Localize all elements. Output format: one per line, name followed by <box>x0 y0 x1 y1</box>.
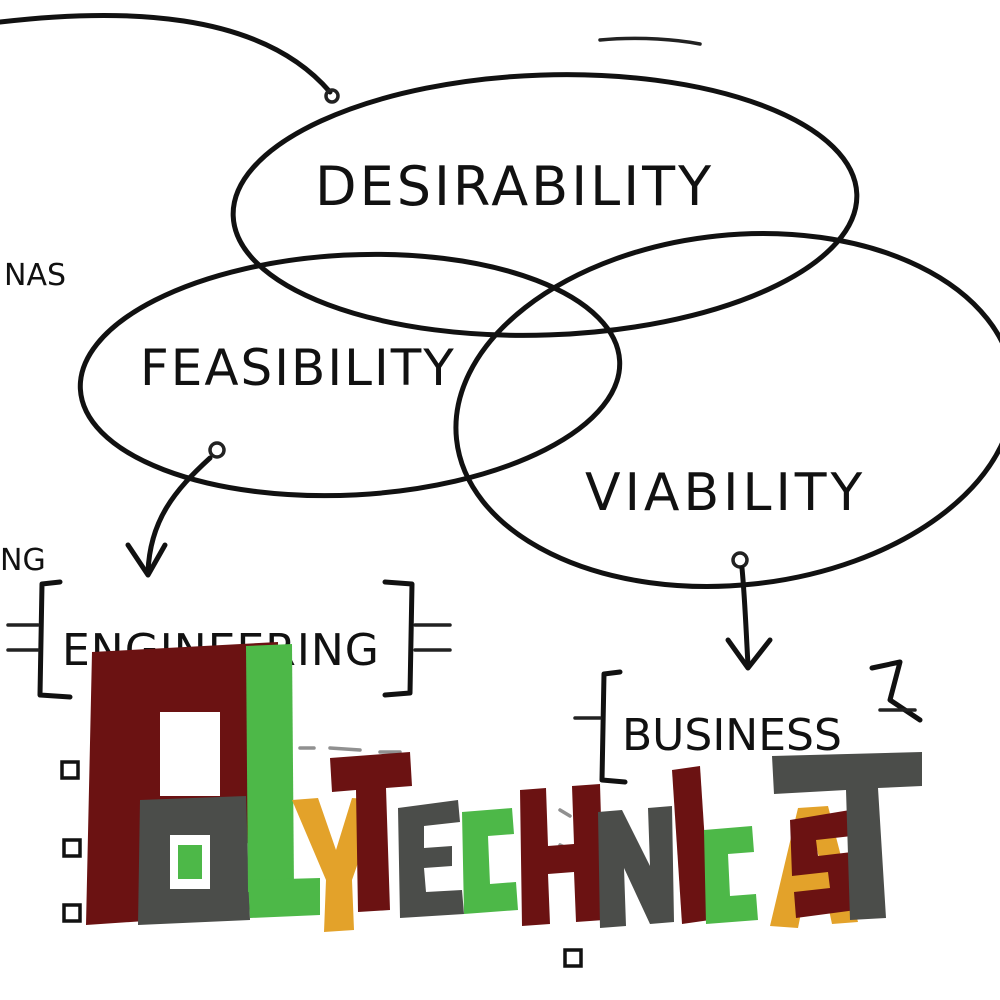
list-checkbox-3 <box>62 903 82 923</box>
engineering-bracket-ticks <box>6 623 452 652</box>
business-bracket-left <box>599 669 628 785</box>
feasibility-arrow-line <box>145 455 213 575</box>
viability-arrow-line <box>739 565 751 668</box>
feasibility-ellipse <box>77 251 623 499</box>
top-connector-line <box>0 12 333 95</box>
viability-dot <box>731 551 749 569</box>
logo-letter-c-1 <box>462 808 518 914</box>
engineering-bracket-right <box>382 579 415 698</box>
list-checkbox-4 <box>563 948 583 968</box>
logo-letter-s <box>790 810 856 918</box>
logo-letter-n <box>598 806 674 928</box>
logo-letter-t-2 <box>772 752 922 920</box>
feasibility-label: FEASIBILITY <box>140 339 456 397</box>
desirability-ellipse <box>230 72 860 338</box>
logo-letter-c-2 <box>704 826 758 924</box>
feasibility-arrow-head <box>125 542 168 578</box>
top-right-stroke <box>598 36 702 46</box>
polytechnicast-logo <box>86 642 922 932</box>
logo-letter-e <box>398 800 464 918</box>
business-label: BUSINESS <box>622 710 842 761</box>
top-connector-dot <box>324 88 340 104</box>
logo-letter-t-1 <box>330 752 412 912</box>
logo-letter-l <box>246 644 320 918</box>
viability-arrow-head <box>725 637 773 671</box>
viability-ellipse <box>453 231 1000 589</box>
logo-letter-i <box>672 766 710 924</box>
left-fragment-bottom: NG <box>0 543 46 578</box>
list-checkbox-1 <box>60 760 80 780</box>
logo-letter-o <box>138 796 250 925</box>
logo-letter-p <box>86 642 282 925</box>
feasibility-dot <box>208 441 226 459</box>
business-bracket-ticks <box>573 708 917 720</box>
logo-letter-h <box>520 784 604 926</box>
list-checkbox-2 <box>62 838 82 858</box>
engineering-bracket-left <box>37 579 73 700</box>
left-fragment-top: NAS <box>4 258 66 293</box>
viability-label: VIABILITY <box>585 463 866 523</box>
list-scribbles <box>298 746 607 882</box>
desirability-label: DESIRABILITY <box>315 155 714 218</box>
